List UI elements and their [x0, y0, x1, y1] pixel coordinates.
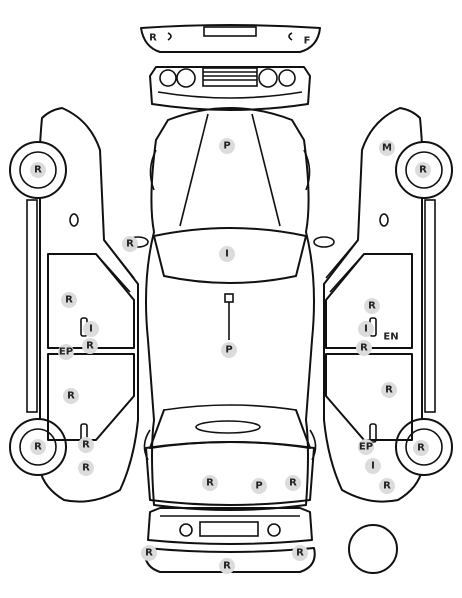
svg-text:I: I [89, 324, 93, 335]
mark-trunk-left: R [202, 475, 218, 491]
mark-right-front-fender: M [379, 140, 395, 156]
svg-text:R: R [82, 463, 90, 474]
mark-right-rear-ep: EP [358, 439, 374, 455]
front-bumper-view [140, 24, 321, 53]
svg-text:EP: EP [59, 347, 73, 358]
svg-text:R: R [145, 548, 153, 559]
mark-right-rear-i: I [365, 458, 381, 474]
svg-text:M: M [382, 143, 392, 154]
svg-text:R: R [417, 443, 425, 454]
mark-trunk-center: P [251, 478, 267, 494]
mark-left-rear-handle: R [78, 437, 94, 453]
svg-text:R: R [34, 165, 42, 176]
svg-text:R: R [419, 165, 427, 176]
mark-right-door-en: EN [383, 332, 398, 343]
svg-text:R: R [206, 478, 214, 489]
mark-left-pillar-r: R [82, 338, 98, 354]
svg-text:I: I [364, 324, 368, 335]
svg-text:R: R [126, 239, 134, 250]
mark-right-front-door: R [364, 298, 380, 314]
svg-text:R: R [34, 442, 42, 453]
mark-trunk-right: R [285, 475, 301, 491]
mark-left-door-handle-front: I [83, 321, 99, 337]
mark-left-rear-door: R [63, 388, 79, 404]
svg-text:R: R [86, 341, 94, 352]
mark-rear-bumper-right: R [292, 545, 308, 561]
mark-left-pillar-ep: EP [58, 344, 74, 360]
mark-left-front-wheel: R [30, 162, 46, 178]
svg-text:R: R [368, 301, 376, 312]
svg-text:P: P [225, 345, 232, 356]
svg-text:P: P [255, 481, 262, 492]
right-side-view [323, 107, 453, 503]
mark-right-rear-fender: R [379, 478, 395, 494]
car-top-view [127, 107, 335, 511]
svg-text:R: R [383, 481, 391, 492]
mark-left-rear-fender: R [78, 460, 94, 476]
svg-text:R: R [82, 440, 90, 451]
mark-right-rear-wheel: R [413, 440, 429, 456]
mark-left-rear-wheel: R [30, 439, 46, 455]
svg-text:R: R [360, 343, 368, 354]
rear-view [144, 507, 316, 573]
mark-right-pillar-r: R [356, 340, 372, 356]
svg-text:R: R [223, 561, 231, 572]
mark-windshield: I [219, 246, 235, 262]
mark-rear-bumper-center: R [219, 558, 235, 574]
spare-tire-circle [348, 524, 398, 574]
svg-text:I: I [371, 461, 375, 472]
mark-hood: P [219, 138, 235, 154]
mark-right-door-handle-front: I [358, 321, 374, 337]
svg-text:R: R [296, 548, 304, 559]
mark-rear-bumper-left: R [141, 545, 157, 561]
svg-text:I: I [225, 249, 229, 260]
mark-right-rear-door: R [381, 382, 397, 398]
svg-text:EP: EP [359, 442, 373, 453]
svg-text:P: P [223, 141, 230, 152]
front-face-view [149, 66, 311, 111]
mark-roof: P [221, 342, 237, 358]
svg-text:R: R [289, 478, 297, 489]
svg-text:R: R [65, 295, 73, 306]
svg-text:R: R [67, 391, 75, 402]
mark-left-front-door: R [61, 292, 77, 308]
mark-front-bumper-left: R [149, 33, 157, 44]
svg-text:R: R [385, 385, 393, 396]
mark-left-mirror: R [122, 236, 138, 252]
mark-right-front-wheel: R [415, 162, 431, 178]
mark-front-bumper-right: F [304, 36, 311, 47]
